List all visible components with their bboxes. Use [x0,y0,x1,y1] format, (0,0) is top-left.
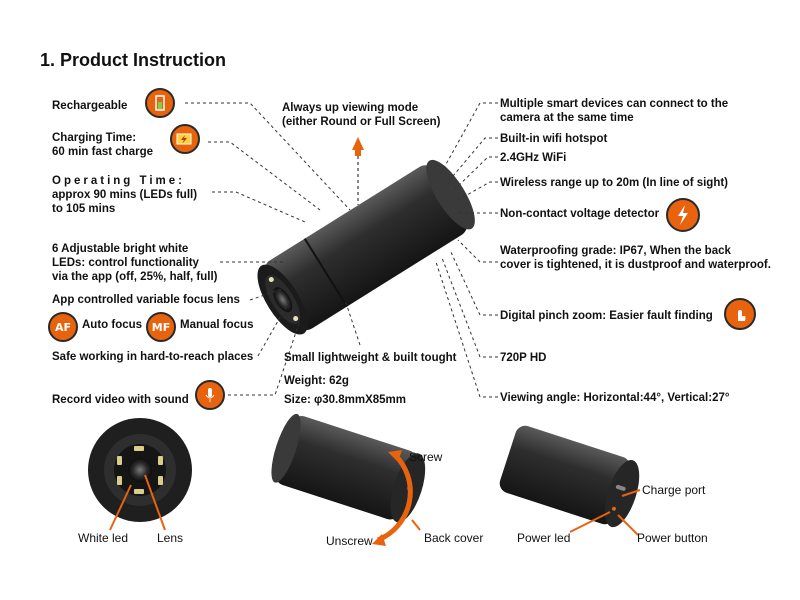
manual-focus-icon: MF [146,312,176,342]
label-waterproof: Waterproofing grade: IP67, When the back [500,245,731,257]
label-charging-title: Charging Time: [52,132,137,144]
microphone-icon [195,380,225,410]
label-voltage: Non-contact voltage detector [500,208,660,220]
label-record-video: Record video with sound [52,394,189,406]
label-viewing-mode: Always up viewing mode [282,102,419,114]
label-manual-focus: Manual focus [180,319,254,331]
lightning-icon [666,198,700,232]
label-range: Wireless range up to 20m (In line of sig… [500,177,729,189]
pinch-zoom-icon [724,298,756,330]
label-safe-working: Safe working in hard-to-reach places [52,351,254,363]
label-operating-value: approx 90 mins (LEDs full) [52,189,198,201]
label-focus-lens: App controlled variable focus lens [52,294,240,306]
label-size: Size: φ30.8mmX85mm [284,394,407,406]
label-hd: 720P HD [500,352,547,364]
label-lightweight: Small lightweight & built tought [284,352,457,364]
back-cover-view [271,413,426,546]
label-waterproof-2: cover is tightened, it is dustproof and … [500,259,771,271]
caption-screw: Screw [409,450,443,464]
battery-icon [145,88,175,118]
caption-charge-port: Charge port [642,483,706,497]
caption-back-cover: Back cover [424,531,484,545]
label-hotspot: Built-in wifi hotspot [500,133,608,145]
label-rechargeable: Rechargeable [52,100,128,112]
caption-power-button: Power button [637,531,708,545]
label-viewing-mode-2: (either Round or Full Screen) [282,116,441,128]
caption-power-led: Power led [517,531,571,545]
caption-lens: Lens [157,531,184,545]
caption-white-led: White led [78,531,129,545]
label-leds-1: 6 Adjustable bright white [52,243,189,255]
label-weight: Weight: 62g [284,375,349,387]
label-leds-2: LEDs: control functionality [52,257,199,269]
charge-port-view [499,425,641,536]
label-auto-focus: Auto focus [82,319,143,331]
label-multi-device: Multiple smart devices can connect to th… [500,98,729,110]
auto-focus-icon: AF [48,312,78,342]
label-operating-title: Operating Time: [52,175,185,187]
label-wifi: 2.4GHz WiFi [500,152,567,164]
label-charging-value: 60 min fast charge [52,146,153,158]
label-operating-value-2: to 105 mins [52,203,116,215]
charging-icon [170,124,200,154]
page-title: 1. Product Instruction [40,50,227,70]
caption-unscrew: Unscrew [326,534,373,548]
label-leds-3: via the app (off, 25%, half, full) [52,271,218,283]
main-camera [257,159,475,335]
label-zoom: Digital pinch zoom: Easier fault finding [500,310,713,322]
front-view [88,418,192,531]
label-angle: Viewing angle: Horizontal:44°, Vertical:… [500,392,730,404]
label-multi-device-2: camera at the same time [500,112,634,124]
